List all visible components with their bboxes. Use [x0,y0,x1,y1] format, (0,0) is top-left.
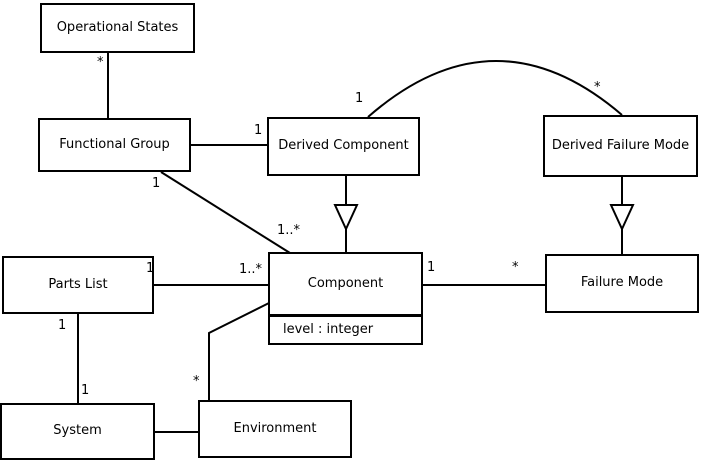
multiplicity-label: * [97,55,104,70]
class-attribute-compartment: level : integer [270,317,421,343]
class-box-component: Component level : integer [268,252,423,345]
multiplicity-label: 1..* [239,262,263,277]
edge-derived-component-derived-failure-mode-arc [367,60,623,118]
class-box-derived-component: Derived Component [267,117,420,176]
multiplicity-label: 1 [152,176,161,191]
class-box-parts-list: Parts List [2,256,154,314]
class-label: Derived Failure Mode [551,137,690,153]
class-box-system: System [0,403,155,460]
multiplicity-label: 1 [81,383,90,398]
edge-component-environment [208,302,270,400]
generalization-triangle-icon [609,204,635,232]
class-box-failure-mode: Failure Mode [545,254,699,313]
class-box-functional-group: Functional Group [38,118,191,172]
class-name-compartment: Component [270,254,421,317]
class-label: Parts List [48,276,108,292]
class-label: Operational States [56,19,179,35]
multiplicity-label: 1 [146,261,155,276]
class-label: Component [307,275,384,291]
multiplicity-label: 1..* [277,223,301,238]
edge-functional-group-component [160,171,291,254]
class-label: Failure Mode [580,275,664,291]
class-label: Functional Group [59,136,170,152]
attribute-label: level : integer [283,321,374,337]
multiplicity-label: 1 [58,318,67,333]
class-label: Derived Component [278,138,409,154]
class-box-environment: Environment [198,400,352,458]
multiplicity-label: 1 [355,91,364,106]
class-label: System [53,423,102,439]
class-label: Environment [233,420,317,436]
class-box-operational-states: Operational States [40,3,195,53]
generalization-triangle-icon [333,204,359,232]
multiplicity-label: * [193,374,200,389]
multiplicity-label: * [512,260,519,275]
multiplicity-label: 1 [427,260,436,275]
multiplicity-label: * [594,80,601,95]
class-box-derived-failure-mode: Derived Failure Mode [543,115,698,177]
multiplicity-label: 1 [254,123,263,138]
